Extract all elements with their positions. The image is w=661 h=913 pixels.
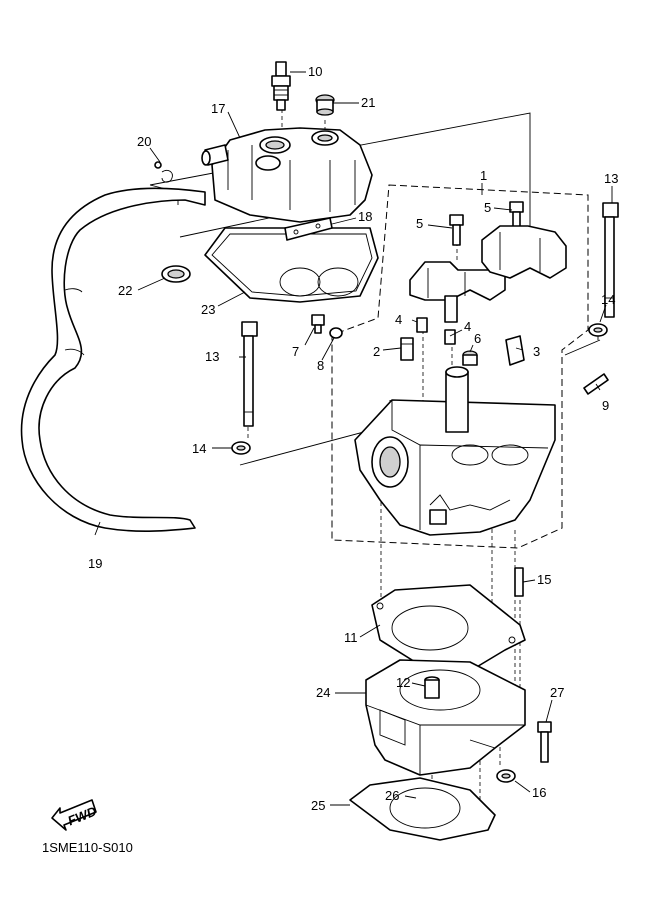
diagram-code: 1SME110-S010 [42, 840, 133, 855]
callout-2: 2 [373, 344, 380, 359]
callout-19: 19 [88, 556, 102, 571]
callout-8: 8 [317, 358, 324, 373]
stud-bolt-3 [505, 335, 525, 366]
callout-4b: 4 [464, 319, 471, 334]
breather-clip [154, 161, 173, 183]
dowel-pin-4b [444, 329, 456, 345]
fwd-label: FWD [66, 803, 100, 828]
camshaft-cap-left [409, 261, 506, 323]
cylinder-base-gasket [349, 777, 496, 841]
callout-12: 12 [396, 675, 410, 690]
camshaft-cap-right [481, 225, 567, 279]
bolt-7 [311, 314, 325, 334]
callout-labels: 1 2 3 4 4 5 5 6 7 8 9 10 11 12 13 13 14 … [88, 64, 618, 813]
dowel-pin-12 [424, 676, 440, 699]
callout-10: 10 [308, 64, 322, 79]
callout-leaders [94, 71, 613, 806]
callout-24: 24 [316, 685, 330, 700]
callout-20: 20 [137, 134, 151, 149]
callout-4a: 4 [395, 312, 402, 327]
bolt-5a [449, 214, 464, 246]
rubber-seal [161, 265, 191, 283]
head-bolt-13-left [241, 321, 258, 427]
cylinder-head-gasket [371, 584, 526, 669]
callout-14b: 14 [601, 292, 615, 307]
callout-18: 18 [358, 209, 372, 224]
callout-9: 9 [602, 398, 609, 413]
nut-16 [496, 769, 516, 783]
stud-15 [514, 567, 524, 597]
callout-23: 23 [201, 302, 215, 317]
cylinder-head-cover [201, 127, 373, 223]
callout-22: 22 [118, 283, 132, 298]
callout-13b: 13 [604, 171, 618, 186]
group-box-cylinder-head [331, 184, 589, 549]
fwd-arrow-icon: FWD [51, 799, 100, 831]
bracket [284, 217, 333, 241]
head-bolt-13-right [602, 202, 619, 318]
callout-27: 27 [550, 685, 564, 700]
washer-8 [329, 327, 343, 339]
callout-1: 1 [480, 168, 487, 183]
oil-plug [315, 94, 335, 116]
cylinder-head [354, 366, 556, 536]
stud-bolt-2 [400, 337, 414, 361]
callout-26: 26 [385, 788, 399, 803]
plug-6 [462, 350, 478, 366]
callout-16: 16 [532, 785, 546, 800]
callout-5a: 5 [416, 216, 423, 231]
callout-25: 25 [311, 798, 325, 813]
callout-13a: 13 [205, 349, 219, 364]
callout-3: 3 [533, 344, 540, 359]
callout-5b: 5 [484, 200, 491, 215]
cylinder [365, 659, 526, 776]
spark-plug [271, 61, 291, 111]
callout-11: 11 [344, 630, 358, 645]
callout-7: 7 [292, 344, 299, 359]
callout-17: 17 [211, 101, 225, 116]
breather-hose [20, 187, 206, 532]
callout-15: 15 [537, 572, 551, 587]
callout-21: 21 [361, 95, 375, 110]
head-cover-gasket [204, 227, 379, 303]
bolt-27 [537, 721, 552, 763]
callout-14a: 14 [192, 441, 206, 456]
dowel-pin-4a [416, 317, 428, 333]
callout-6: 6 [474, 331, 481, 346]
